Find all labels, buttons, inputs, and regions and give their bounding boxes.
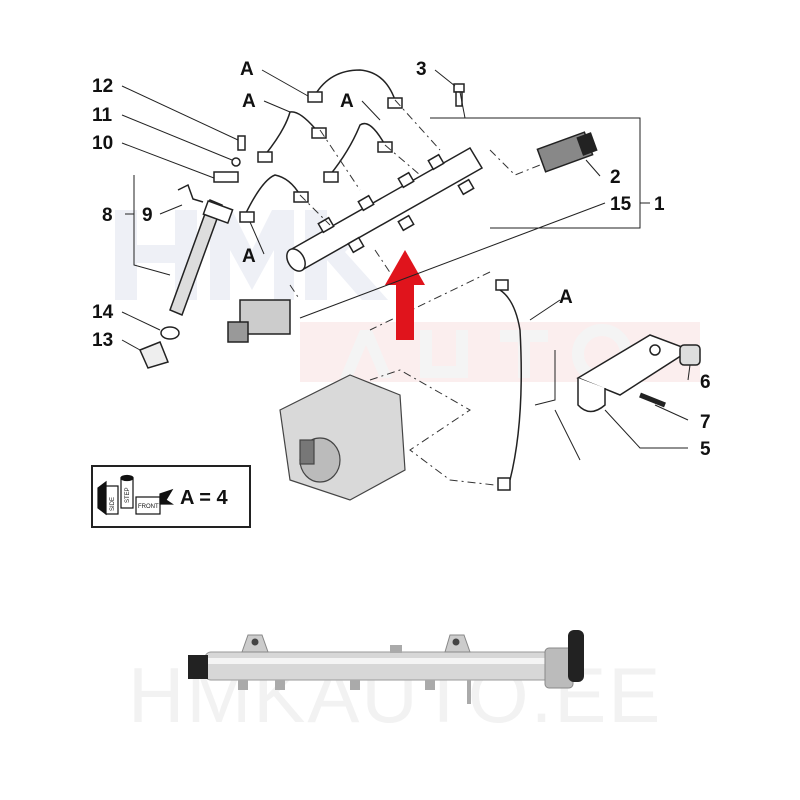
pressure-sensor (536, 131, 598, 173)
callout-3: 3 (416, 59, 427, 80)
seal-parts (138, 326, 180, 369)
callout-15: 15 (610, 194, 632, 215)
callout-5: 5 (700, 439, 711, 460)
leader-lines (121, 69, 691, 461)
legend-box-label-front: FRONT (138, 504, 159, 510)
legend-text: A = 4 (180, 487, 228, 509)
pipe-nuts (239, 91, 511, 491)
pipe-quantity-icon (97, 474, 174, 516)
callout-12: 12 (92, 76, 113, 97)
callout-8: 8 (102, 205, 113, 226)
callout-13: 13 (92, 330, 113, 351)
injector-pipes (244, 69, 522, 481)
bracket (576, 334, 701, 413)
callout-6: 6 (700, 372, 711, 393)
callout-7: 7 (700, 412, 711, 433)
legend-box-label-step: STEP (125, 487, 131, 503)
callout-a: A (240, 59, 254, 80)
injector (169, 135, 246, 316)
callout-a: A (559, 287, 573, 308)
callout-labels: A A A A A 3 12 11 10 8 9 2 15 1 14 13 6 … (92, 59, 711, 460)
fuel-rail-photo: HMKAUTO.EE (128, 630, 660, 739)
callout-1: 1 (654, 194, 665, 215)
callout-11: 11 (92, 105, 113, 126)
fuel-rail (286, 146, 484, 272)
legend-box-label-side: SIDE (110, 497, 116, 511)
callout-a: A (340, 91, 354, 112)
callout-14: 14 (92, 302, 114, 323)
callout-a: A (242, 246, 256, 267)
legend-box: SIDE STEP FRONT A = 4 (91, 465, 251, 528)
callout-a: A (242, 91, 256, 112)
dashed-guides (289, 99, 541, 486)
red-arrow (385, 250, 425, 340)
callout-2: 2 (610, 167, 621, 188)
callout-10: 10 (92, 133, 113, 154)
callout-9: 9 (142, 205, 153, 226)
high-pressure-pump (279, 374, 406, 501)
pressure-valve (227, 299, 291, 343)
bolt (453, 83, 465, 107)
